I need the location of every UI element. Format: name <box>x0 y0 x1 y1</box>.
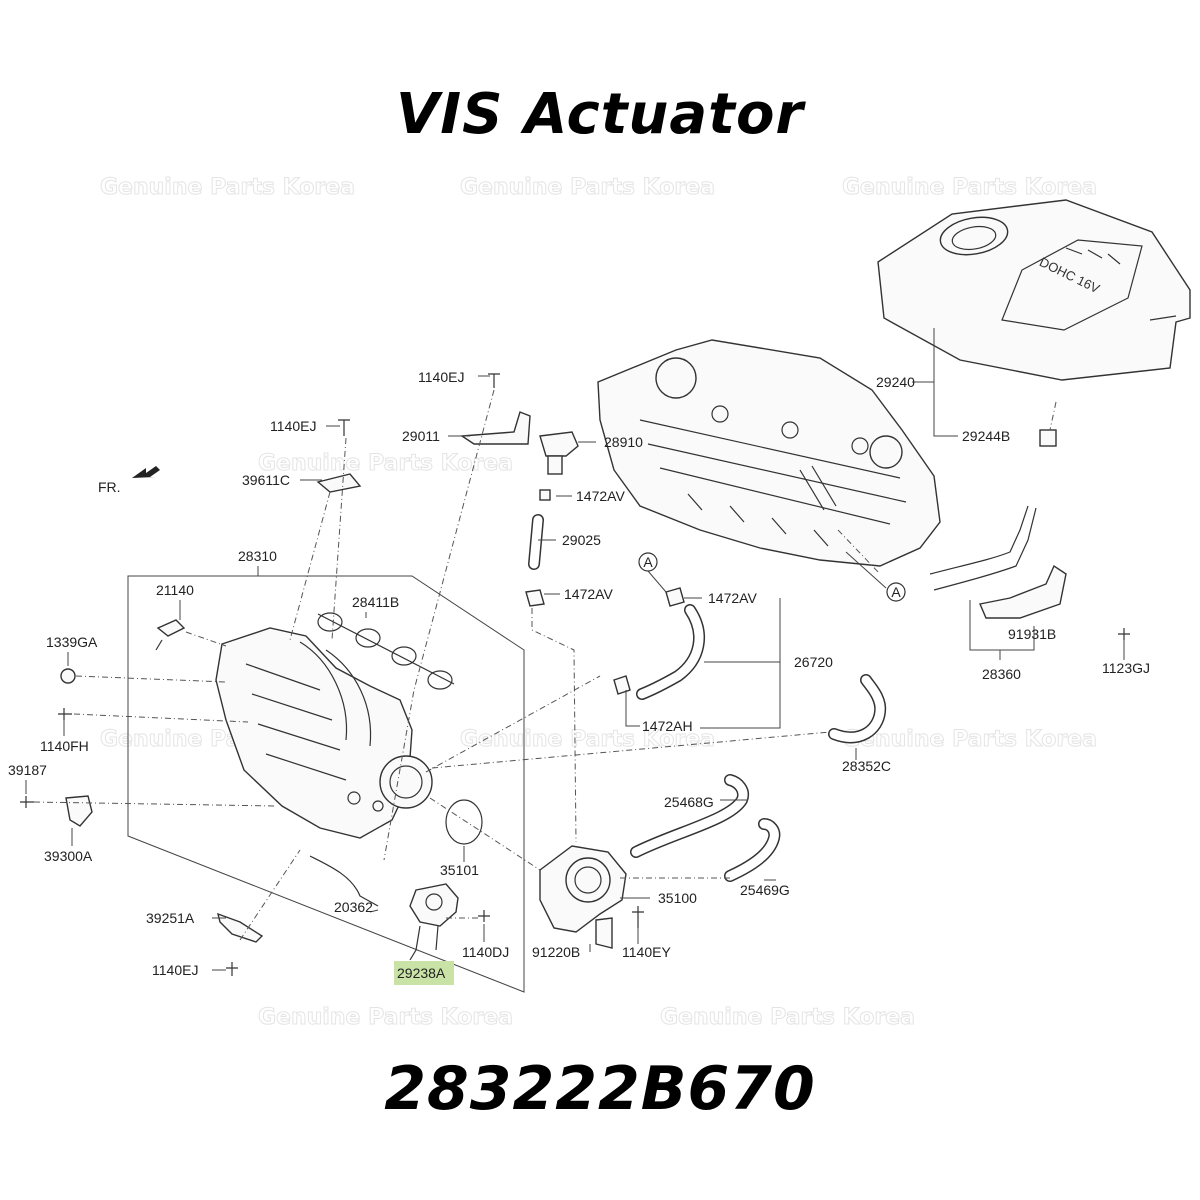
part-label: 28910 <box>604 434 643 450</box>
throttle-body <box>539 845 627 933</box>
part-label: 1140DJ <box>462 944 509 960</box>
watermark-text: Genuine Parts Korea <box>258 451 513 476</box>
manifold-gasket <box>317 612 455 690</box>
watermark-text: Genuine Parts Korea <box>842 727 1097 752</box>
part-label: 1140EJ <box>418 369 464 385</box>
watermark-text: Genuine Parts Korea <box>100 175 355 200</box>
vis-actuator-part <box>409 883 459 961</box>
part-label: 91931B <box>1008 626 1056 642</box>
front-arrow-icon <box>132 466 160 478</box>
watermark-text: Genuine Parts Korea <box>460 727 715 752</box>
leader-lines <box>25 328 1125 971</box>
part-number: 283222B670 <box>384 1054 816 1124</box>
engine-cover: DOHC 16V <box>877 199 1191 381</box>
callout-marker-a: A <box>891 584 901 600</box>
part-label: 25469G <box>740 882 790 898</box>
part-label: 21140 <box>156 582 194 598</box>
watermark-text: Genuine Parts Korea <box>258 1005 513 1030</box>
manifold-group-box <box>127 575 525 993</box>
part-label: 29244B <box>962 428 1010 444</box>
part-label: 91220B <box>532 944 580 960</box>
watermark-text: Genuine Parts Korea <box>460 175 715 200</box>
part-label: 35101 <box>440 862 479 878</box>
part-label: 39187 <box>8 762 47 778</box>
part-label: 28310 <box>238 548 277 564</box>
part-label: 20362 <box>334 899 373 915</box>
part-label: 25468G <box>664 794 714 810</box>
intake-manifold <box>215 627 433 839</box>
highlight-box <box>394 961 454 985</box>
part-label: 1140EJ <box>152 962 198 978</box>
part-label: 39300A <box>44 848 93 864</box>
part-label: 39611C <box>242 472 290 488</box>
small-parts <box>20 373 1130 976</box>
part-label: 1140FH <box>40 738 89 754</box>
watermark-text: Genuine Parts Korea <box>842 175 1097 200</box>
part-label: 39251A <box>146 910 195 926</box>
diagram-title: VIS Actuator <box>395 82 805 147</box>
part-label: 1123GJ <box>1102 660 1150 676</box>
direction-label: FR. <box>98 479 121 495</box>
part-label: 26720 <box>794 654 833 670</box>
part-label: 1472AV <box>564 586 613 602</box>
callout-marker-a: A <box>643 554 653 570</box>
part-label: 28411B <box>352 594 399 610</box>
part-label: 1472AH <box>642 718 693 734</box>
part-label: 1472AV <box>576 488 625 504</box>
watermark-text: Genuine Parts Korea <box>660 1005 915 1030</box>
part-label: 29011 <box>402 428 440 444</box>
part-label-layer: FR. 1140EJ 1140EJ 29011 28910 39611C 147… <box>8 369 1150 981</box>
highlighted-part-label: 29238A <box>397 965 446 981</box>
part-label: 1140EY <box>622 944 671 960</box>
pcv-pipe-bracket <box>929 505 1067 619</box>
part-label: 29025 <box>562 532 601 548</box>
cylinder-head <box>597 339 941 567</box>
callout-marker-group: A A <box>638 551 906 602</box>
part-label: 1472AV <box>708 590 757 606</box>
part-label: 28352C <box>842 758 891 774</box>
part-label: 1339GA <box>46 634 98 650</box>
hoses <box>528 514 887 882</box>
part-label: 28360 <box>982 666 1021 682</box>
part-label: 35100 <box>658 890 697 906</box>
part-label: 1140EJ <box>270 418 316 434</box>
part-label: 29240 <box>876 374 915 390</box>
